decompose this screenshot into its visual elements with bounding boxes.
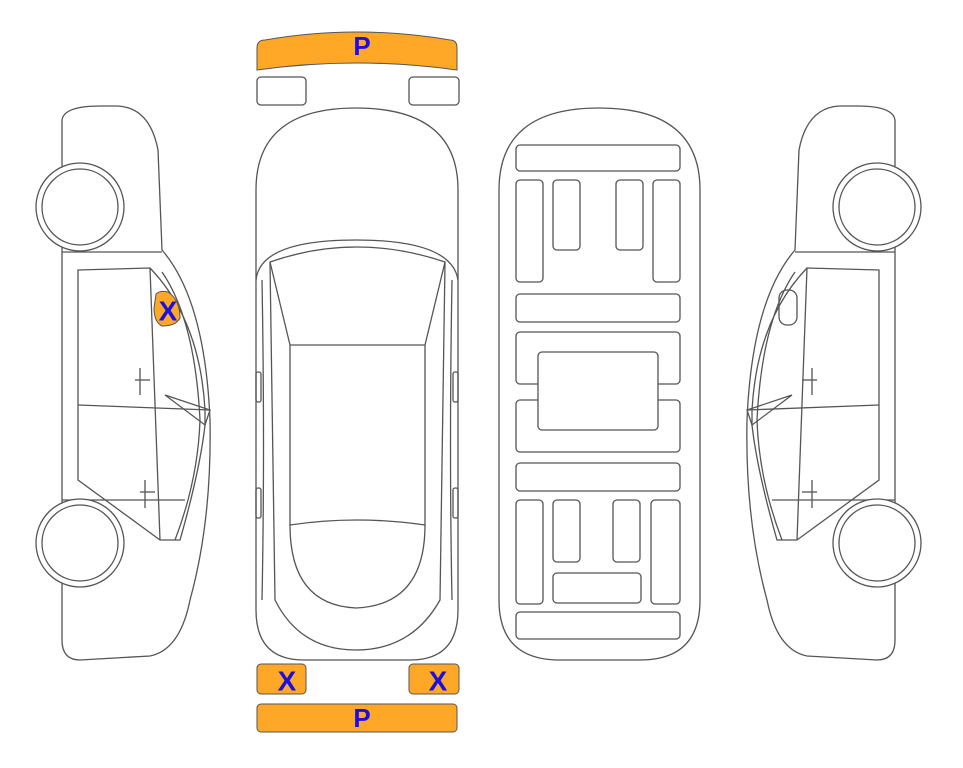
- svg-text:X: X: [429, 666, 448, 697]
- left-side-pillar-marker[interactable]: X: [153, 290, 181, 327]
- front-left-light[interactable]: [256, 76, 307, 106]
- rear-left-light-marker[interactable]: X: [256, 663, 307, 697]
- car-underside-view: [498, 107, 701, 661]
- rear-bumper-marker[interactable]: P: [256, 703, 458, 733]
- svg-text:X: X: [278, 666, 297, 697]
- svg-text:P: P: [353, 31, 370, 61]
- front-right-light[interactable]: [408, 76, 460, 106]
- rear-wheel: [35, 498, 125, 588]
- car-left-side-view: X: [35, 105, 211, 661]
- front-bumper-marker[interactable]: P: [256, 31, 458, 71]
- car-right-side-view: [746, 105, 922, 661]
- svg-text:X: X: [159, 296, 178, 327]
- svg-text:P: P: [353, 703, 370, 733]
- car-top-view: [255, 76, 460, 661]
- front-wheel: [35, 162, 125, 252]
- rear-right-light-marker[interactable]: X: [408, 663, 460, 697]
